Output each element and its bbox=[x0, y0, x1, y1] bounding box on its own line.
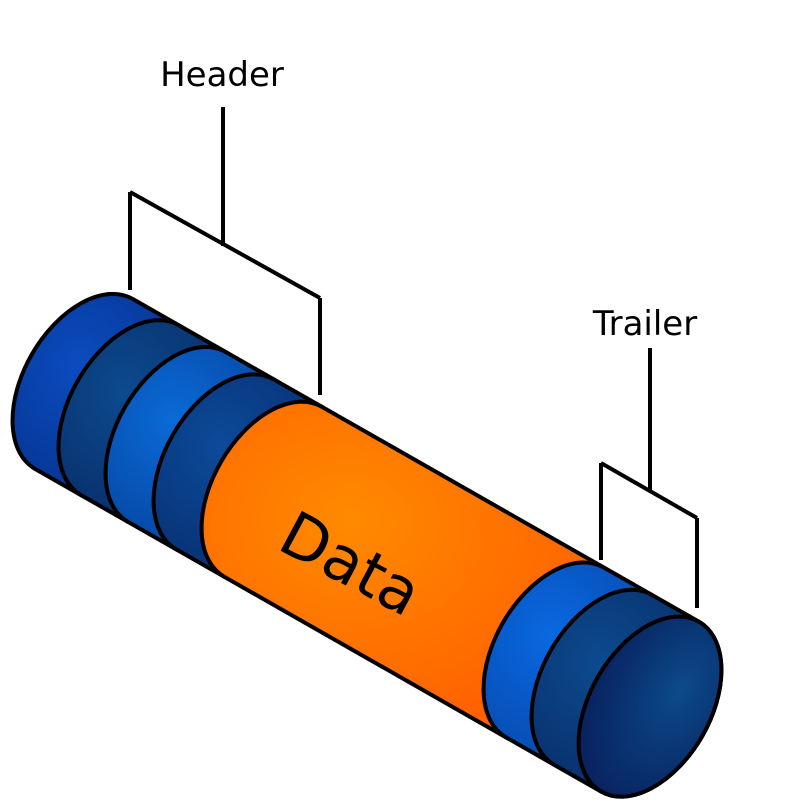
trailer-label: Trailer bbox=[592, 304, 697, 344]
trailer-bracket bbox=[599, 348, 699, 608]
end-cap bbox=[576, 614, 724, 799]
packet-cylinder bbox=[10, 291, 724, 799]
header-bracket bbox=[128, 107, 322, 395]
header-label: Header bbox=[160, 55, 284, 95]
